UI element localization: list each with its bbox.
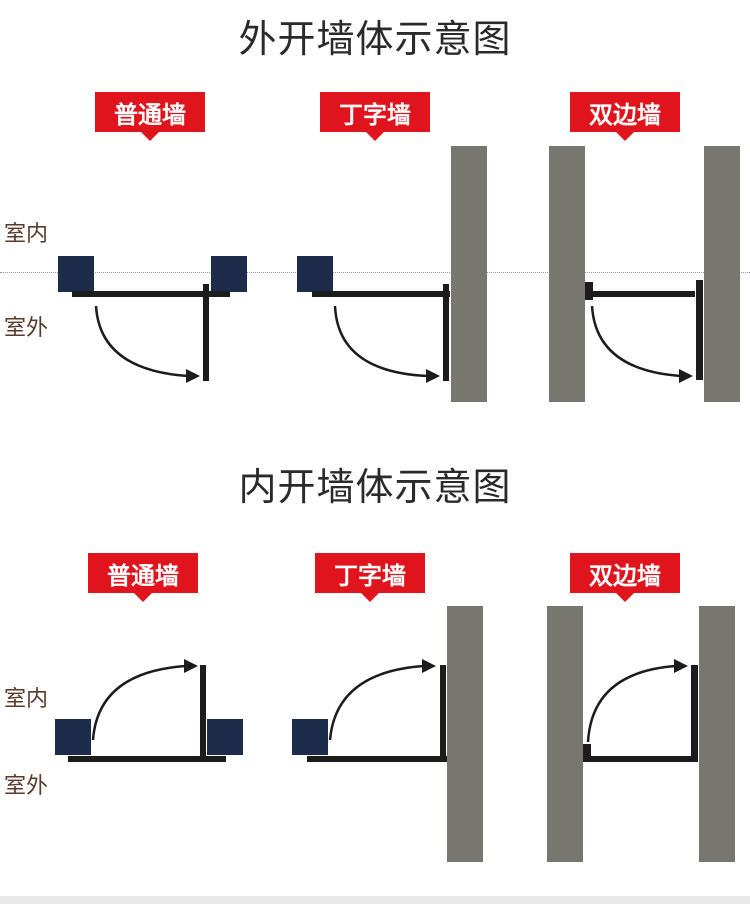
swing-arc (91, 664, 187, 741)
t-wall (447, 606, 483, 862)
outdoor-label-inward: 室外 (4, 774, 49, 799)
outdoor-label-outward: 室外 (4, 316, 49, 341)
t-wall (451, 146, 487, 402)
door-leaf (443, 284, 449, 381)
outward-ordinary-wall-diagram (58, 256, 247, 383)
swing-arc (328, 664, 425, 741)
swing-arc (94, 305, 189, 378)
door-leaf (200, 665, 206, 761)
swing-arrow-head (426, 369, 440, 383)
wall-post-right (211, 256, 247, 292)
swing-arc (333, 305, 429, 378)
right-wall (704, 146, 740, 402)
left-wall (549, 146, 585, 402)
swing-arrow-head (422, 659, 436, 673)
outward-double-wall-diagram (549, 146, 740, 402)
frame-stub (583, 744, 591, 762)
swing-arrow-head (184, 659, 198, 673)
badge-ordinary-wall-outward: 普通墙 (95, 92, 205, 141)
badge-t-wall-inward: 丁字墙 (315, 553, 425, 602)
door-leaf (440, 665, 446, 761)
wall-post-left (297, 256, 333, 292)
door-frame (72, 291, 230, 297)
swing-arc (586, 664, 677, 743)
door-frame (307, 756, 447, 762)
door-leaf (696, 280, 703, 380)
left-wall (547, 606, 583, 862)
footer-band (0, 896, 750, 904)
outward-t-wall-diagram (297, 146, 487, 402)
badge-t-wall-outward: 丁字墙 (320, 92, 430, 141)
inward-title: 内开墙体示意图 (238, 465, 512, 509)
indoor-label-inward: 室内 (4, 687, 49, 712)
door-frame (68, 756, 226, 762)
door-leaf (691, 665, 698, 762)
wall-post-left (55, 719, 91, 755)
right-wall (699, 606, 735, 862)
door-frame (312, 291, 450, 297)
door-frame (583, 756, 691, 762)
swing-arrow-head (674, 659, 688, 673)
wall-post-left (292, 719, 328, 755)
swing-arc (590, 305, 682, 378)
indoor-outdoor-divider (0, 272, 750, 273)
indoor-label-outward: 室内 (4, 222, 49, 247)
inward-ordinary-wall-diagram (55, 659, 243, 762)
door-leaf (203, 284, 209, 381)
wall-post-right (207, 719, 243, 755)
inward-double-wall-diagram (547, 606, 735, 862)
swing-arrow-head (679, 369, 693, 383)
wall-post-left (58, 256, 94, 292)
badge-double-wall-inward: 双边墙 (570, 553, 680, 602)
door-frame (585, 291, 695, 297)
swing-arrow-head (186, 369, 200, 383)
outward-title: 外开墙体示意图 (238, 17, 512, 61)
badge-double-wall-outward: 双边墙 (570, 92, 680, 141)
inward-t-wall-diagram (292, 606, 483, 862)
badge-ordinary-wall-inward: 普通墙 (88, 553, 198, 602)
